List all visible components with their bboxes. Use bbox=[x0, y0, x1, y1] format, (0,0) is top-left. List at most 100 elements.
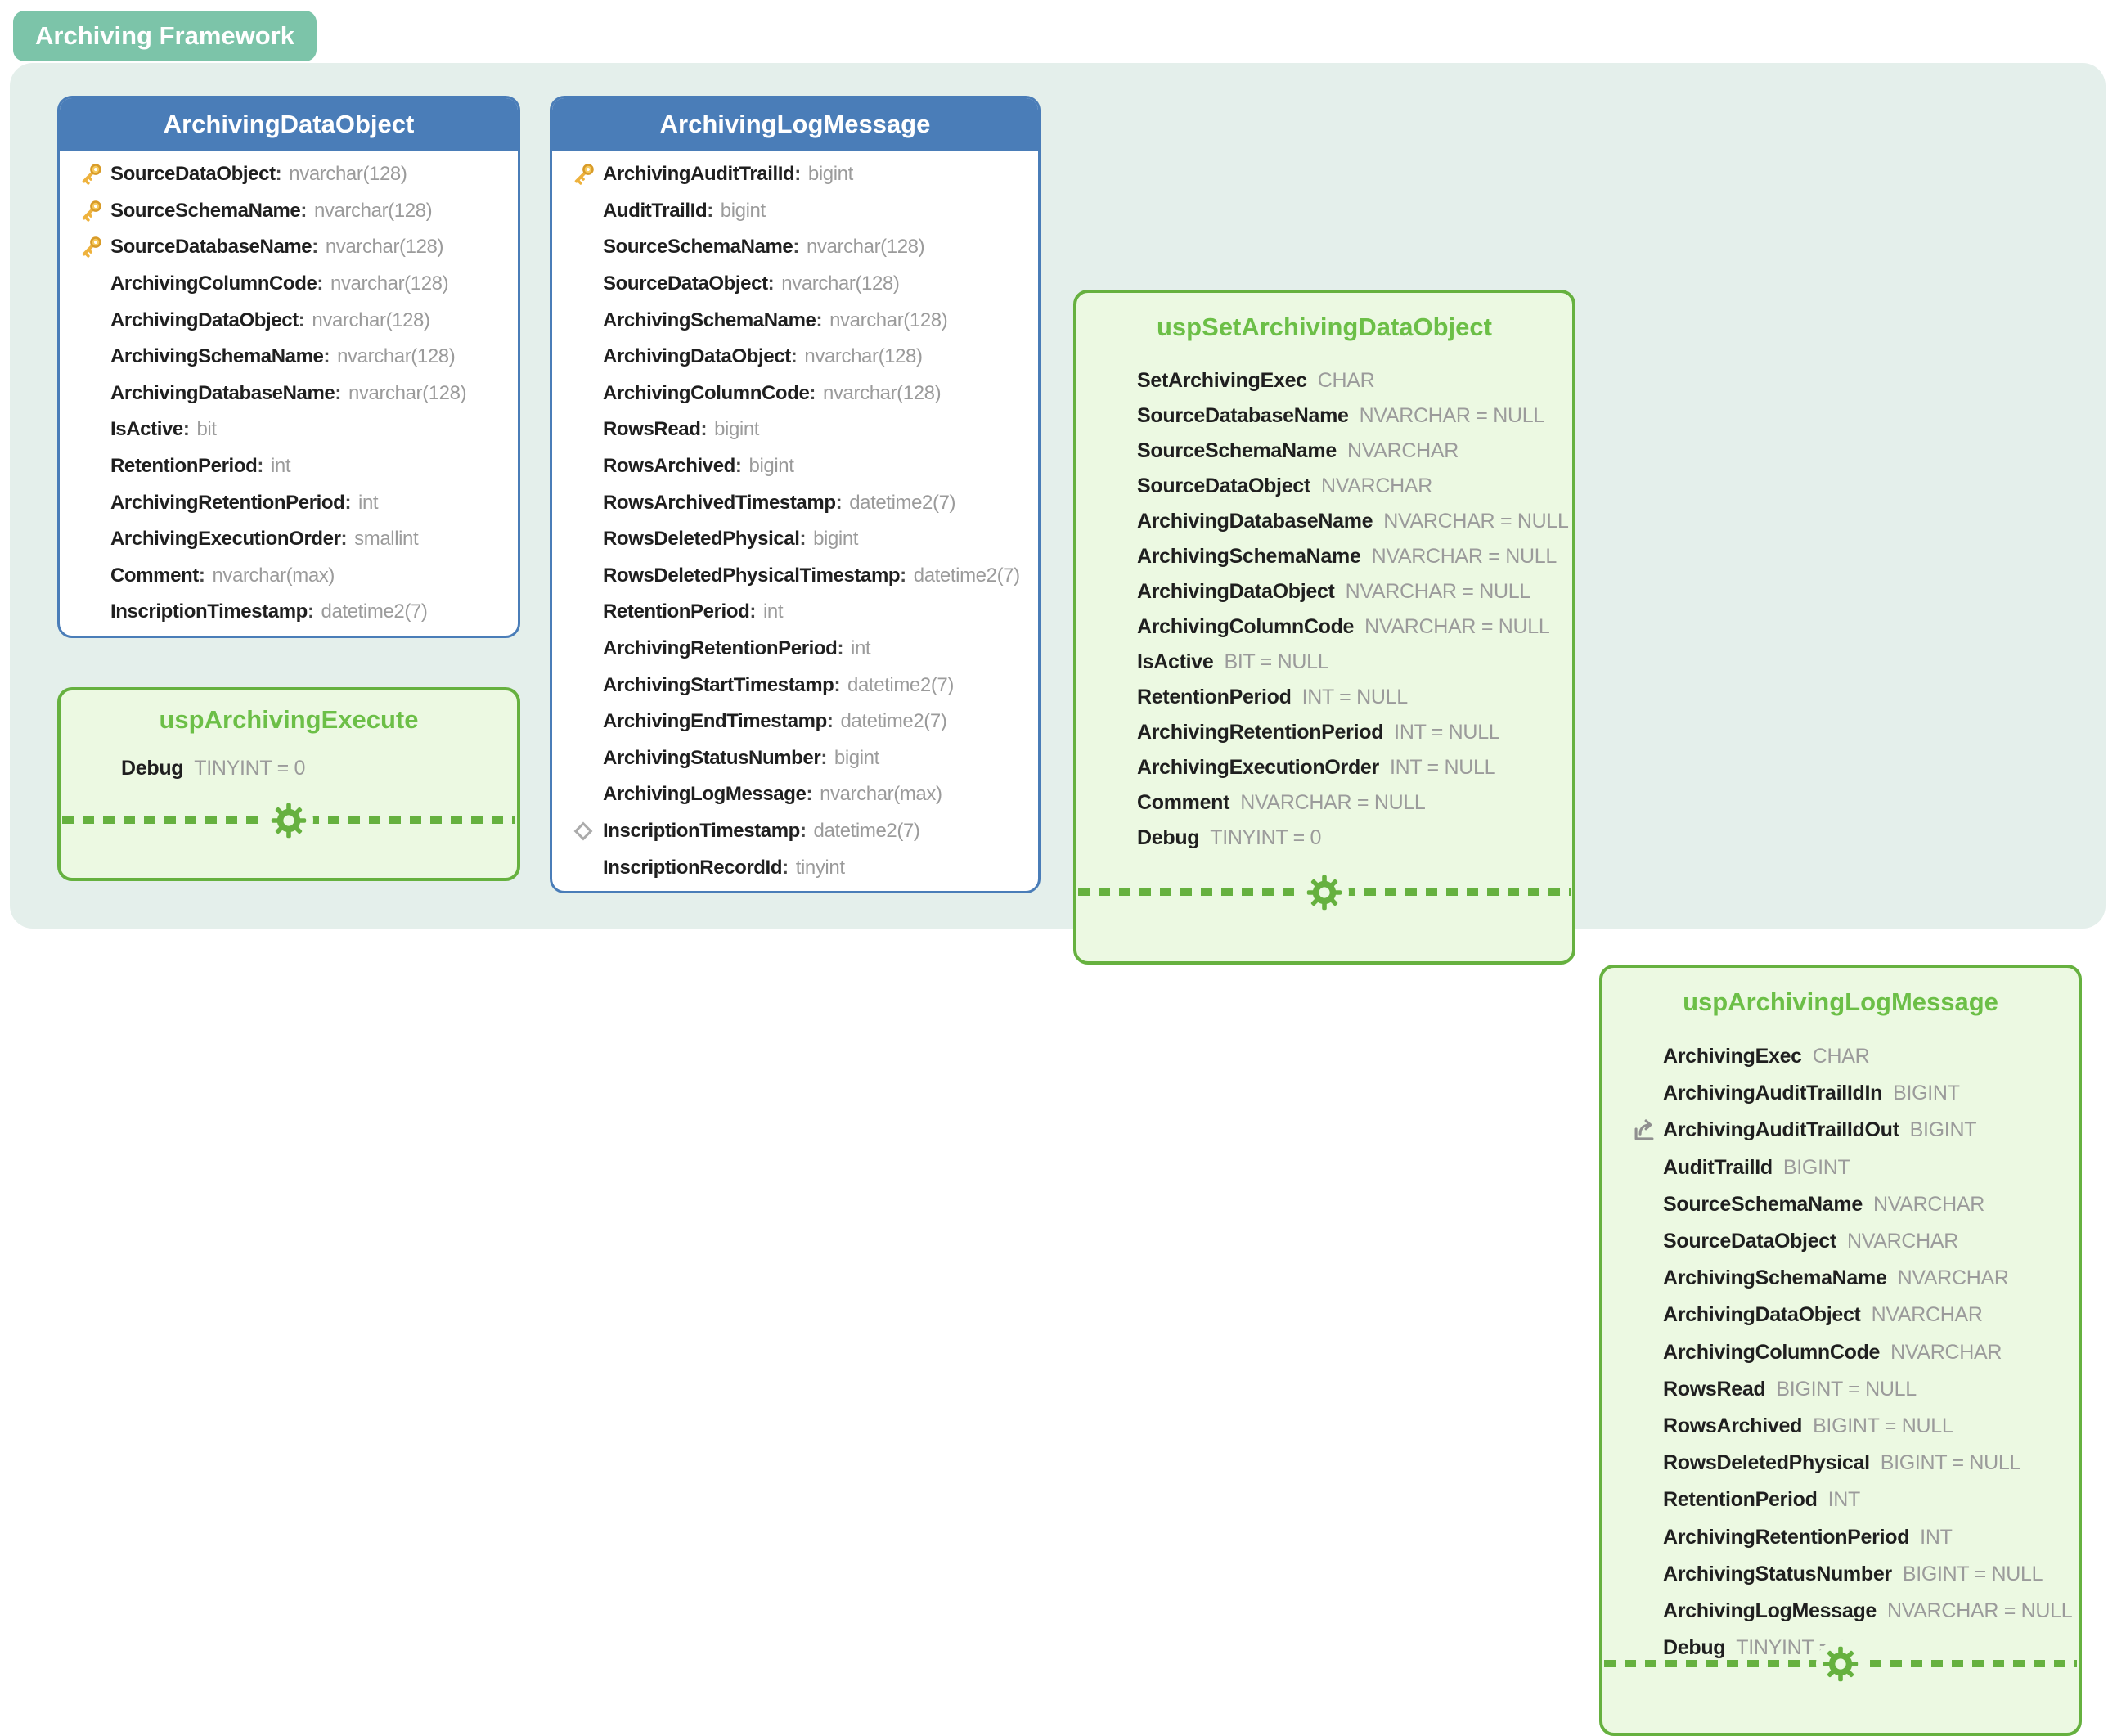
parameter-row[interactable]: IsActive BIT = NULL bbox=[1076, 645, 1572, 680]
field-name: InscriptionTimestamp bbox=[603, 819, 800, 842]
parameter-type: NVARCHAR bbox=[1872, 1192, 1984, 1216]
parameter-row[interactable]: RowsRead BIGINT = NULL bbox=[1602, 1371, 2079, 1408]
parameter-name: IsActive bbox=[1137, 650, 1214, 673]
table-row[interactable]: RetentionPeriod: int bbox=[552, 594, 1038, 631]
field-type: bigint bbox=[714, 418, 760, 441]
field-type: tinyint bbox=[795, 856, 845, 879]
parameter-name: RetentionPeriod bbox=[1137, 686, 1292, 708]
table-row[interactable]: ArchivingSchemaName: nvarchar(128) bbox=[552, 302, 1038, 339]
table-row[interactable]: RetentionPeriod: int bbox=[60, 448, 518, 485]
table-row[interactable]: IsActive: bit bbox=[60, 412, 518, 448]
table-row[interactable]: ArchivingStatusNumber: bigint bbox=[552, 740, 1038, 777]
parameter-row[interactable]: ArchivingExec CHAR bbox=[1602, 1038, 2079, 1075]
parameter-row[interactable]: ArchivingLogMessage NVARCHAR = NULL bbox=[1602, 1593, 2079, 1630]
parameter-type: NVARCHAR bbox=[1346, 439, 1459, 462]
table-row[interactable]: RowsRead: bigint bbox=[552, 412, 1038, 448]
table-row[interactable]: ArchivingColumnCode: nvarchar(128) bbox=[60, 266, 518, 303]
field-type: int bbox=[358, 491, 379, 514]
parameter-row[interactable]: SourceDatabaseName NVARCHAR = NULL bbox=[1076, 398, 1572, 434]
table-row[interactable]: ArchivingDataObject: nvarchar(128) bbox=[60, 302, 518, 339]
parameter-row[interactable]: RetentionPeriod INT bbox=[1602, 1482, 2079, 1518]
parameter-row[interactable]: ArchivingAuditTrailIdOut BIGINT bbox=[1602, 1112, 2079, 1149]
table-row[interactable]: ArchivingExecutionOrder: smallint bbox=[60, 521, 518, 558]
parameter-name: ArchivingRetentionPeriod bbox=[1663, 1525, 1910, 1549]
parameter-row[interactable]: Comment NVARCHAR = NULL bbox=[1076, 785, 1572, 821]
parameter-row[interactable]: ArchivingSchemaName NVARCHAR = NULL bbox=[1076, 539, 1572, 574]
parameter-name: RowsDeletedPhysical bbox=[1663, 1451, 1870, 1475]
parameter-row[interactable]: ArchivingStatusNumber BIGINT = NULL bbox=[1602, 1556, 2079, 1593]
table-row[interactable]: SourceDataObject: nvarchar(128) bbox=[552, 266, 1038, 303]
parameter-type: NVARCHAR = NULL bbox=[1359, 404, 1545, 427]
parameter-row[interactable]: Debug TINYINT = 0 bbox=[1076, 821, 1572, 856]
table-row[interactable]: SourceSchemaName: nvarchar(128) bbox=[552, 229, 1038, 266]
table-row[interactable]: InscriptionTimestamp: datetime2(7) bbox=[60, 594, 518, 631]
output-icon bbox=[1630, 1117, 1663, 1145]
field-separator: : bbox=[335, 381, 341, 404]
procedure-usp-archiving-log-message[interactable]: uspArchivingLogMessage ArchivingExec CHA… bbox=[1599, 965, 2082, 1736]
table-row[interactable]: AuditTrailId: bigint bbox=[552, 193, 1038, 230]
parameter-row[interactable]: ArchivingColumnCode NVARCHAR = NULL bbox=[1076, 609, 1572, 645]
field-separator: : bbox=[809, 381, 816, 404]
table-row[interactable]: ArchivingEndTimestamp: datetime2(7) bbox=[552, 704, 1038, 740]
parameter-row[interactable]: ArchivingDataObject NVARCHAR = NULL bbox=[1076, 574, 1572, 609]
table-row[interactable]: ArchivingAuditTrailId: bigint bbox=[552, 156, 1038, 193]
table-row[interactable]: Comment: nvarchar(max) bbox=[60, 558, 518, 595]
table-row[interactable]: ArchivingDatabaseName: nvarchar(128) bbox=[60, 376, 518, 412]
table-row[interactable]: ArchivingSchemaName: nvarchar(128) bbox=[60, 339, 518, 376]
table-row[interactable]: SourceSchemaName: nvarchar(128) bbox=[60, 193, 518, 230]
table-row[interactable]: InscriptionRecordId: tinyint bbox=[552, 849, 1038, 886]
table-row[interactable]: RowsDeletedPhysicalTimestamp: datetime2(… bbox=[552, 558, 1038, 595]
field-separator: : bbox=[806, 783, 813, 806]
table-row[interactable]: SourceDataObject: nvarchar(128) bbox=[60, 156, 518, 193]
procedure-usp-archiving-execute[interactable]: uspArchivingExecute Debug TINYINT = 0 bbox=[57, 687, 520, 881]
field-list: SourceDataObject: nvarchar(128) SourceSc… bbox=[60, 151, 518, 636]
table-row[interactable]: InscriptionTimestamp: datetime2(7) bbox=[552, 813, 1038, 850]
parameter-name: Debug bbox=[121, 757, 184, 780]
table-row[interactable]: SourceDatabaseName: nvarchar(128) bbox=[60, 229, 518, 266]
parameter-row[interactable]: SourceDataObject NVARCHAR bbox=[1602, 1223, 2079, 1260]
table-row[interactable]: ArchivingStartTimestamp: datetime2(7) bbox=[552, 667, 1038, 704]
parameter-row[interactable]: SourceSchemaName NVARCHAR bbox=[1076, 434, 1572, 469]
table-row[interactable]: ArchivingRetentionPeriod: int bbox=[60, 484, 518, 521]
field-name: SourceDataObject bbox=[603, 272, 768, 295]
parameter-row[interactable]: SetArchivingExec CHAR bbox=[1076, 363, 1572, 398]
parameter-row[interactable]: ArchivingDatabaseName NVARCHAR = NULL bbox=[1076, 504, 1572, 539]
table-row[interactable]: ArchivingColumnCode: nvarchar(128) bbox=[552, 376, 1038, 412]
table-archiving-log-message[interactable]: ArchivingLogMessage ArchivingAuditTrailI… bbox=[550, 96, 1041, 893]
table-row[interactable]: ArchivingLogMessage: nvarchar(max) bbox=[552, 776, 1038, 813]
table-row[interactable]: RowsArchivedTimestamp: datetime2(7) bbox=[552, 484, 1038, 521]
parameter-row[interactable]: RowsDeletedPhysical BIGINT = NULL bbox=[1602, 1445, 2079, 1482]
table-archiving-data-object[interactable]: ArchivingDataObject SourceDataObject: nv… bbox=[57, 96, 520, 638]
parameter-row[interactable]: Debug TINYINT = 0 bbox=[61, 751, 517, 786]
parameter-row[interactable]: ArchivingColumnCode NVARCHAR bbox=[1602, 1334, 2079, 1371]
table-row[interactable]: RowsArchived: bigint bbox=[552, 448, 1038, 485]
parameter-row[interactable]: ArchivingRetentionPeriod INT bbox=[1602, 1518, 2079, 1555]
field-type: datetime2(7) bbox=[847, 673, 954, 696]
parameter-row[interactable]: ArchivingAuditTrailIdIn BIGINT bbox=[1602, 1075, 2079, 1112]
parameter-name: SourceSchemaName bbox=[1663, 1192, 1863, 1216]
field-name: SourceSchemaName bbox=[603, 236, 793, 259]
table-header[interactable]: ArchivingLogMessage bbox=[552, 98, 1038, 151]
table-row[interactable]: RowsDeletedPhysical: bigint bbox=[552, 521, 1038, 558]
parameter-row[interactable]: RowsArchived BIGINT = NULL bbox=[1602, 1408, 2079, 1445]
field-name: ArchivingEndTimestamp bbox=[603, 710, 827, 733]
table-header[interactable]: ArchivingDataObject bbox=[60, 98, 518, 151]
table-row[interactable]: ArchivingDataObject: nvarchar(128) bbox=[552, 339, 1038, 376]
parameter-row[interactable]: SourceDataObject NVARCHAR bbox=[1076, 469, 1572, 504]
parameter-row[interactable]: RetentionPeriod INT = NULL bbox=[1076, 680, 1572, 715]
parameter-row[interactable]: AuditTrailId BIGINT bbox=[1602, 1149, 2079, 1186]
procedure-usp-set-archiving-data-object[interactable]: uspSetArchivingDataObject SetArchivingEx… bbox=[1073, 290, 1575, 965]
table-row[interactable]: ArchivingRetentionPeriod: int bbox=[552, 631, 1038, 668]
parameter-row[interactable]: SourceSchemaName NVARCHAR bbox=[1602, 1186, 2079, 1223]
parameter-type: CHAR bbox=[1317, 369, 1375, 392]
parameter-name: ArchivingDatabaseName bbox=[1137, 510, 1373, 533]
parameter-row[interactable]: ArchivingExecutionOrder INT = NULL bbox=[1076, 750, 1572, 785]
parameter-type: NVARCHAR bbox=[1897, 1266, 2009, 1290]
parameter-row[interactable]: ArchivingRetentionPeriod INT = NULL bbox=[1076, 715, 1572, 750]
field-separator: : bbox=[182, 418, 190, 441]
field-separator: : bbox=[835, 491, 843, 514]
field-type: bigint bbox=[748, 455, 794, 478]
field-name: ArchivingColumnCode bbox=[603, 381, 810, 404]
parameter-row[interactable]: ArchivingDataObject NVARCHAR bbox=[1602, 1297, 2079, 1333]
parameter-row[interactable]: ArchivingSchemaName NVARCHAR bbox=[1602, 1260, 2079, 1297]
